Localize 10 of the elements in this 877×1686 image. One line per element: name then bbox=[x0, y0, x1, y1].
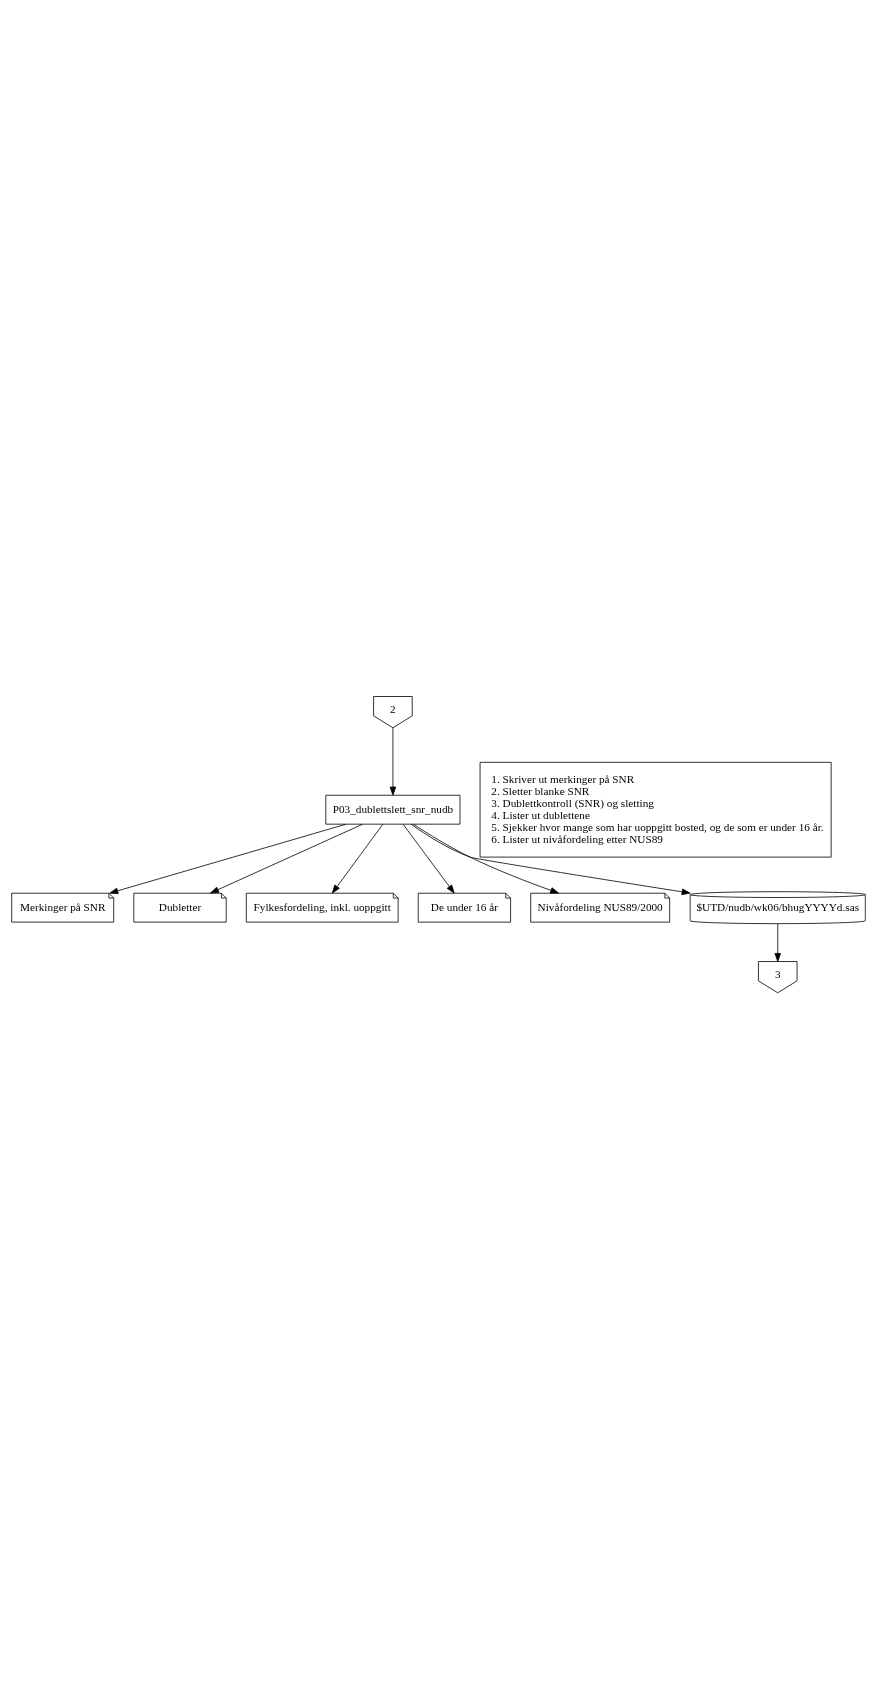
node-box: P03_dublettslett_snr_nudb bbox=[325, 794, 461, 825]
arrow bbox=[389, 727, 397, 796]
arrow bbox=[331, 823, 384, 894]
arrow bbox=[410, 823, 691, 896]
arrow bbox=[109, 823, 347, 894]
arrow bbox=[412, 823, 560, 894]
arrow bbox=[210, 823, 364, 894]
arrow bbox=[402, 823, 455, 894]
node-box: 1. Skriver ut merkinger på SNR 2. Sletter blanke SNR 3. Dublettkontroll (SNR) og sletting 4. Lister ut dublettene 5. Sjekker hvor mange som har uoppgitt bosted, og de som er under 16 år. 6. Lister ut nivåfordeling etter NUS89 bbox=[479, 761, 832, 858]
arrow bbox=[774, 923, 781, 962]
